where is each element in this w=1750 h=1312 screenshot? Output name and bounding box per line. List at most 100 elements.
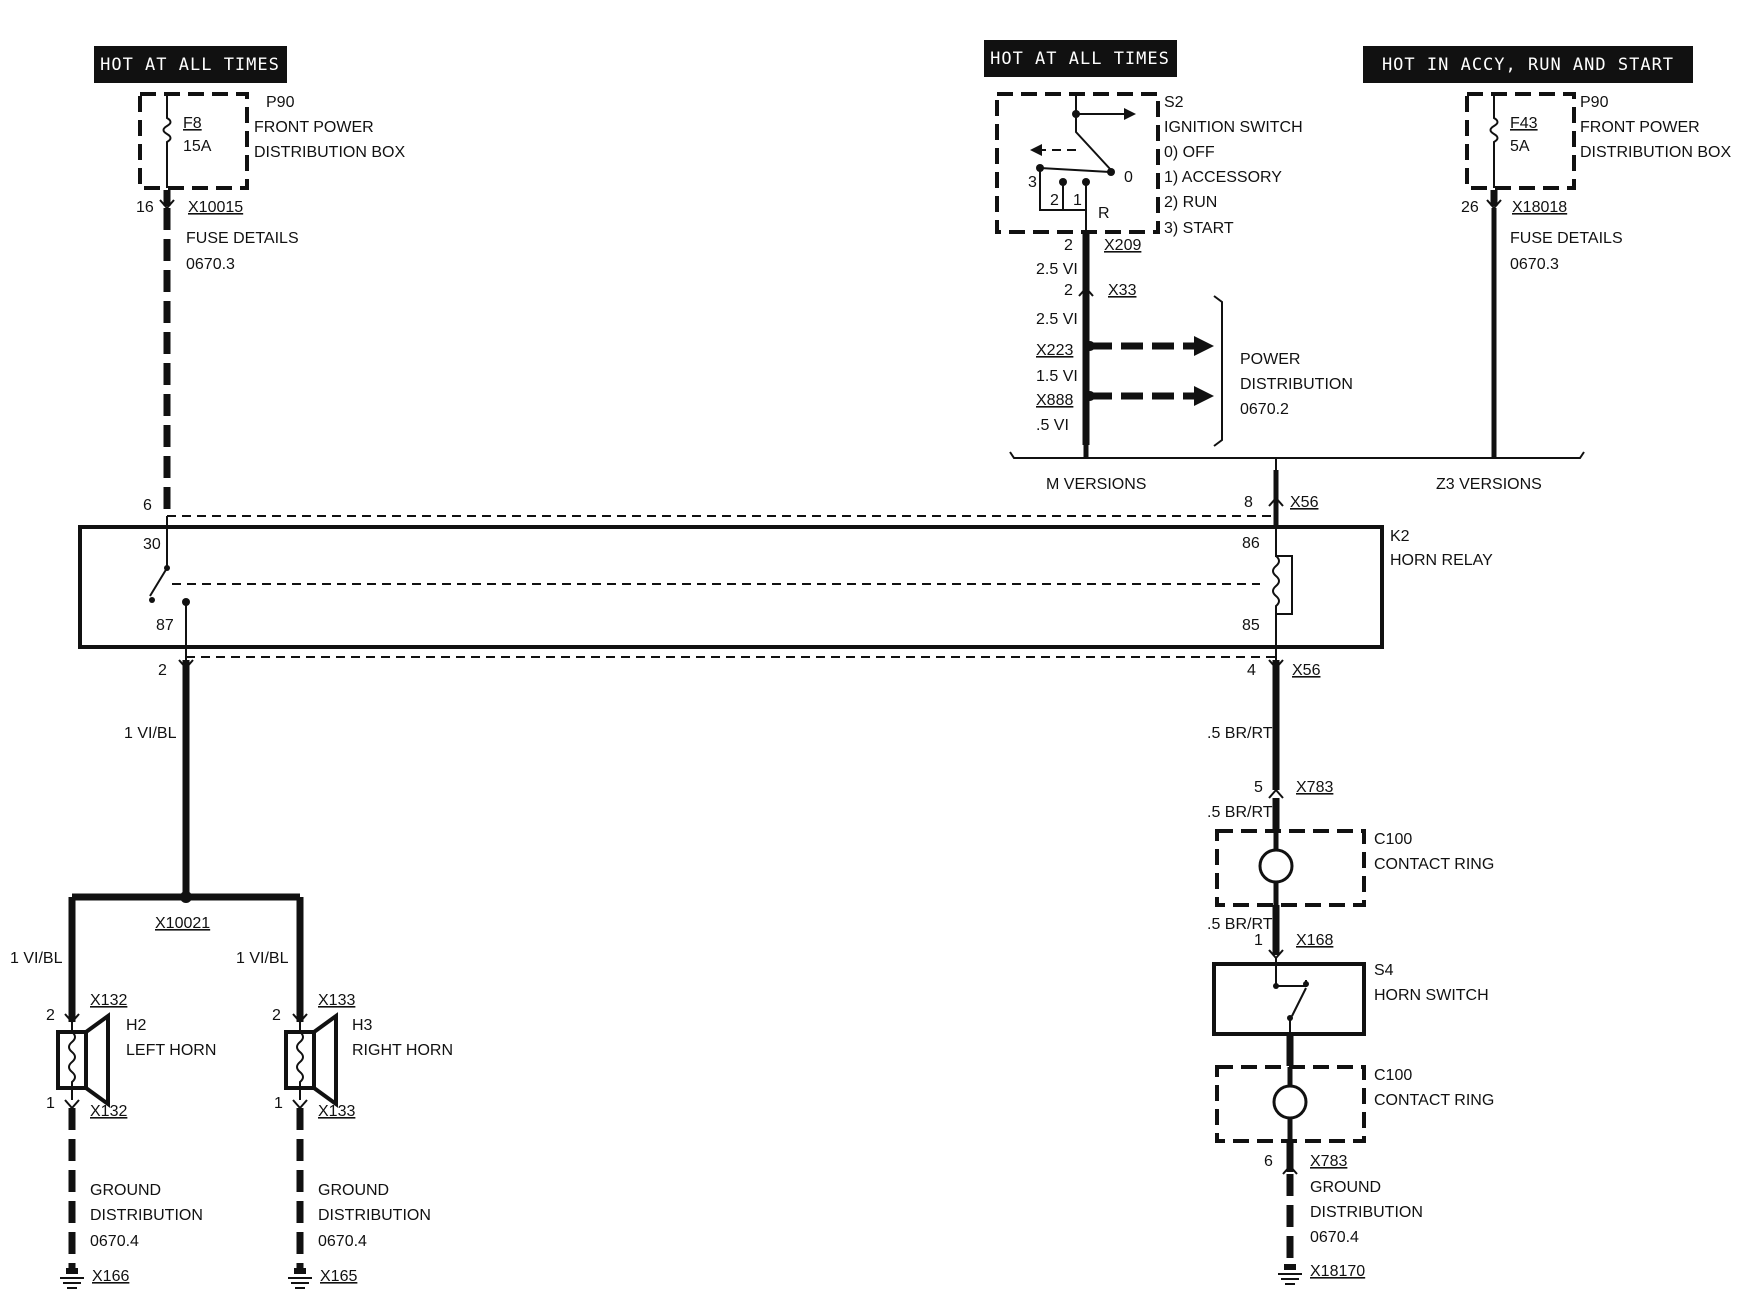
h3-connector-top: X133	[318, 992, 355, 1009]
ignition-switch-s2: 3 2 1 0 R	[995, 92, 1160, 234]
contact-ring-c100-lower	[1215, 1065, 1366, 1143]
fuse-left-details-1: FUSE DETAILS	[186, 230, 299, 247]
supply-middle-label: HOT AT ALL TIMES	[990, 49, 1170, 69]
ground-icon-x166	[60, 1268, 84, 1289]
fuse-left-rating: 15A	[183, 138, 212, 155]
fuse-right-details-2: 0670.3	[1510, 256, 1559, 273]
power-dist-x223: X223	[1036, 342, 1073, 359]
ignition-position-0: 0) OFF	[1164, 144, 1215, 161]
relay-connector-x56-bottom: X56	[1292, 662, 1321, 679]
right-connector-x783b: X783	[1310, 1153, 1347, 1170]
contact-ring-upper-id: C100	[1374, 831, 1412, 848]
contact-ring-c100-upper	[1215, 829, 1366, 907]
contact-ring-upper-name: CONTACT RING	[1374, 856, 1494, 873]
h2-id: H2	[126, 1017, 147, 1034]
relay-term-87: 87	[156, 617, 174, 634]
contact-ring-lower-name: CONTACT RING	[1374, 1092, 1494, 1109]
h2-pin-top: 2	[46, 1007, 55, 1024]
ignition-contact-0: 0	[1124, 169, 1133, 186]
left-splice-x10021: X10021	[155, 915, 210, 932]
horn-h3	[284, 1012, 338, 1110]
h2-ground-2: DISTRIBUTION	[90, 1207, 203, 1224]
switch-ground-3: 0670.4	[1310, 1229, 1359, 1246]
relay-id: K2	[1390, 528, 1410, 545]
right-pin-x168: 1	[1254, 932, 1263, 949]
fuse-left-details-2: 0670.3	[186, 256, 235, 273]
connector-x783-symbol	[1268, 788, 1284, 799]
h3-ground-point: X165	[320, 1268, 357, 1285]
fuse-left-box-line2: DISTRIBUTION BOX	[254, 144, 405, 161]
relay-pin-4: 4	[1247, 662, 1256, 679]
left-wire-h2: 1 VI/BL	[10, 950, 63, 967]
power-dist-wire-x888: .5 VI	[1036, 417, 1069, 434]
horn-switch-s4	[1212, 958, 1366, 1036]
fuse-left-id: F8	[183, 115, 202, 132]
versions-z3: Z3 VERSIONS	[1436, 476, 1542, 493]
fuse-right-rating: 5A	[1510, 138, 1530, 155]
h3-id: H3	[352, 1017, 373, 1034]
h3-ground-3: 0670.4	[318, 1233, 367, 1250]
relay-name: HORN RELAY	[1390, 552, 1493, 569]
supply-tag-left: HOT AT ALL TIMES	[94, 46, 287, 83]
fuse-left-box-line1: FRONT POWER	[254, 119, 374, 136]
relay-pin-6: 6	[143, 497, 152, 514]
horn-h2	[56, 1012, 110, 1110]
ignition-position-3: 3) START	[1164, 220, 1234, 237]
fuse-right-box-id: P90	[1580, 94, 1609, 111]
contact-ring-lower-id: C100	[1374, 1067, 1412, 1084]
fuse-left-pin: 16	[136, 199, 154, 216]
h2-connector-bottom: X132	[90, 1103, 127, 1120]
right-connector-x783: X783	[1296, 779, 1333, 796]
power-dist-line1: POWER	[1240, 351, 1300, 368]
h3-ground-2: DISTRIBUTION	[318, 1207, 431, 1224]
ignition-pin-x209: 2	[1064, 237, 1073, 254]
right-wire-2: .5 BR/RT	[1207, 804, 1273, 821]
supply-right-label: HOT IN ACCY, RUN AND START	[1382, 55, 1674, 75]
ignition-pin-x33: 2	[1064, 282, 1073, 299]
supply-tag-right: HOT IN ACCY, RUN AND START	[1363, 46, 1693, 83]
right-pin-x783b: 6	[1264, 1153, 1273, 1170]
ignition-id: S2	[1164, 94, 1184, 111]
relay-pin-2: 2	[158, 662, 167, 679]
versions-m: M VERSIONS	[1046, 476, 1146, 493]
ignition-position-2: 2) RUN	[1164, 194, 1217, 211]
fuse-left-box-id: P90	[266, 94, 295, 111]
relay-term-30: 30	[143, 536, 161, 553]
ignition-wire-2: 2.5 VI	[1036, 311, 1078, 328]
ignition-name: IGNITION SWITCH	[1164, 119, 1303, 136]
ignition-connector-x209: X209	[1104, 237, 1141, 254]
h2-pin-bottom: 1	[46, 1095, 55, 1112]
fuse-f43-block: P90 FRONT POWER DISTRIBUTION BOX F43 5A	[1465, 92, 1731, 190]
right-pin-x783: 5	[1254, 779, 1263, 796]
left-wire-main: 1 VI/BL	[124, 725, 177, 742]
relay-term-85: 85	[1242, 617, 1260, 634]
switch-ground-2: DISTRIBUTION	[1310, 1204, 1423, 1221]
ignition-contact-3: 3	[1028, 174, 1037, 191]
switch-ground-1: GROUND	[1310, 1179, 1381, 1196]
relay-connector-x56-top: X56	[1290, 494, 1319, 511]
h3-name: RIGHT HORN	[352, 1042, 453, 1059]
h3-connector-bottom: X133	[318, 1103, 355, 1120]
fuse-right-box-line1: FRONT POWER	[1580, 119, 1700, 136]
horn-switch-name: HORN SWITCH	[1374, 987, 1489, 1004]
version-bracket	[1009, 451, 1585, 459]
ignition-wire-1: 2.5 VI	[1036, 261, 1078, 278]
horn-switch-id: S4	[1374, 962, 1394, 979]
fuse-right-box-line2: DISTRIBUTION BOX	[1580, 144, 1731, 161]
h2-ground-3: 0670.4	[90, 1233, 139, 1250]
ground-icon-x165	[288, 1268, 312, 1289]
horn-relay-k2: 30 86 87 85	[78, 515, 1384, 660]
h3-pin-top: 2	[272, 1007, 281, 1024]
relay-term-86: 86	[1242, 535, 1260, 552]
left-wire-h3: 1 VI/BL	[236, 950, 289, 967]
fuse-right-id: F43	[1510, 115, 1538, 132]
h2-connector-top: X132	[90, 992, 127, 1009]
supply-left-label: HOT AT ALL TIMES	[100, 55, 280, 75]
supply-tag-middle: HOT AT ALL TIMES	[984, 40, 1177, 77]
fuse-f8-block: P90 FRONT POWER DISTRIBUTION BOX F8 15A	[138, 92, 405, 190]
power-dist-line3: 0670.2	[1240, 401, 1289, 418]
connector-x56-top-symbol	[1268, 496, 1284, 507]
ignition-contact-1: 1	[1073, 192, 1082, 209]
fuse-right-pin: 26	[1461, 199, 1479, 216]
